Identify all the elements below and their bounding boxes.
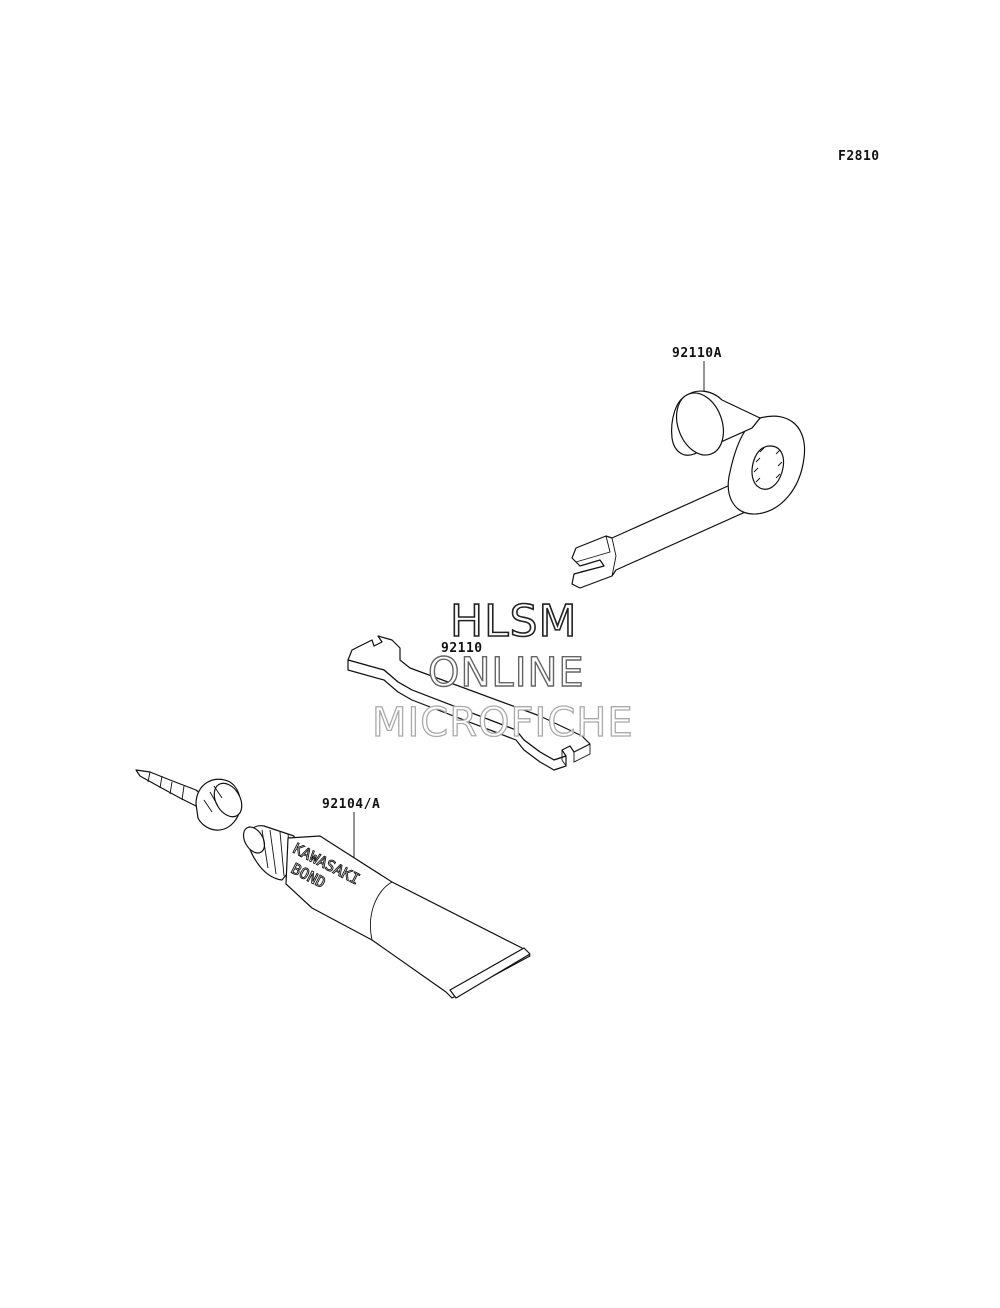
spanner-92110[interactable]: 92110 xyxy=(347,635,591,771)
part-label-92110[interactable]: 92110 xyxy=(441,641,483,656)
part-label-92110A[interactable]: 92110A xyxy=(672,346,722,361)
wrench-92110A[interactable]: 92110A xyxy=(571,346,806,589)
watermark: HLSM ONLINE MICROFICHE xyxy=(371,595,634,746)
watermark-line3: MICROFICHE xyxy=(372,700,634,746)
watermark-line2: ONLINE xyxy=(428,650,585,696)
figure-code: F2810 xyxy=(838,149,880,164)
bond-tube-92104A[interactable]: 92104/A KAWASAKI BOND xyxy=(135,769,531,999)
watermark-line1: HLSM xyxy=(450,596,578,647)
part-label-92104A[interactable]: 92104/A xyxy=(322,797,380,812)
